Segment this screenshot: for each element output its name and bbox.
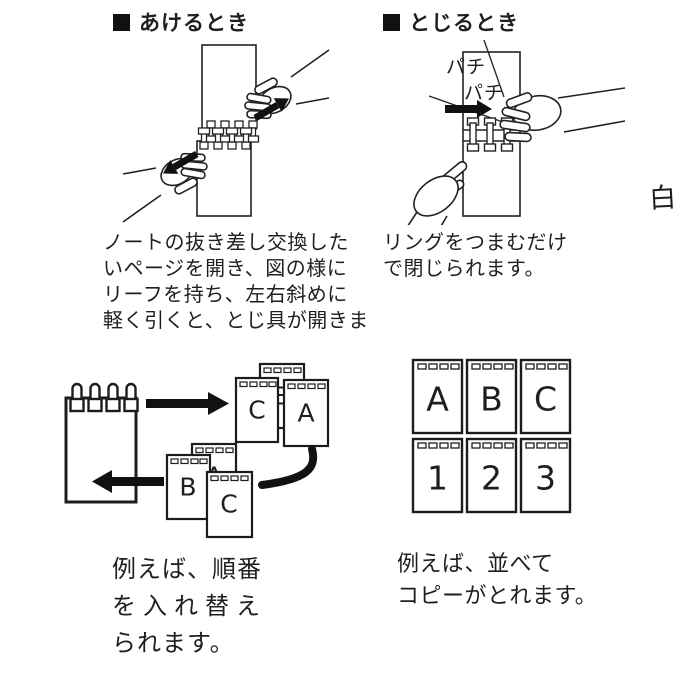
leader-line <box>483 39 505 98</box>
grid-letter: C <box>534 380 557 419</box>
sound-label-1: パチ <box>446 56 487 78</box>
card-letter: B <box>179 473 196 502</box>
cards-in: A B C <box>165 442 254 539</box>
reorder-diagram: B C A A B C <box>64 362 330 539</box>
card-c-in: C <box>205 470 254 539</box>
push-arrow-icon <box>445 100 492 118</box>
section-bullet-icon <box>383 13 400 31</box>
upper-page <box>201 44 257 130</box>
pull-arrow-icon <box>253 98 289 122</box>
caption-line: コピーがとれます。 <box>397 584 598 609</box>
grid-letter: B <box>480 380 503 419</box>
caption-line: 例えば、並べて <box>397 552 554 577</box>
caption-copy: 例えば、並べて コピーがとれます。 <box>397 549 597 613</box>
heading-open-label: あけるとき <box>139 11 249 35</box>
grid-card-b: B <box>465 358 518 435</box>
binding-hooks <box>197 120 260 150</box>
card-letter: A <box>297 399 314 428</box>
curve-arrow-icon <box>258 445 318 489</box>
heading-close-label: とじるとき <box>409 11 519 35</box>
arrow-in-icon <box>92 470 164 493</box>
caption-line: を入れ替え <box>112 592 267 620</box>
hand-upper-right <box>244 49 330 122</box>
hand-holding <box>407 161 468 225</box>
side-color-label: 白 <box>648 182 677 215</box>
cards-out: B C A <box>234 362 330 448</box>
caption-line: 例えば、順番 <box>112 555 262 583</box>
caption-line: リングをつまむだけ <box>383 230 568 254</box>
grid-card-c: C <box>519 358 572 435</box>
card-letter: C <box>248 396 265 425</box>
lower-page <box>196 140 252 217</box>
grid-letter: 1 <box>427 459 448 498</box>
arrow-out-icon <box>146 392 229 415</box>
caption-line: ノートの抜き差し交換した <box>103 230 349 254</box>
grid-letter: 2 <box>481 459 502 498</box>
copy-grid-diagram: A B C 1 2 3 <box>411 358 572 514</box>
grid-letter: 3 <box>535 459 556 498</box>
grid-card-1: 1 <box>411 437 464 514</box>
open-diagram <box>122 44 330 223</box>
close-diagram <box>407 39 626 225</box>
card-b-in: B <box>165 453 212 521</box>
grid-letter: A <box>426 380 449 419</box>
caption-open: ノートの抜き差し交換した いページを開き、図の様に リーフを持ち、左右斜めに 軽… <box>103 229 369 333</box>
hand-lower-left <box>122 146 209 223</box>
caption-line: 軽く引くと、とじ具が開きま <box>103 308 369 332</box>
section-heading-open: あけるとき <box>113 7 249 37</box>
card-c-out: C <box>234 376 280 444</box>
section-bullet-icon <box>113 13 130 31</box>
grid-card-a: A <box>411 358 464 435</box>
grid-card-2: 2 <box>465 437 518 514</box>
caption-line: リーフを持ち、左右斜めに <box>103 282 348 306</box>
caption-close: リングをつまむだけ で閉じられます。 <box>383 229 568 281</box>
section-heading-close: とじるとき <box>383 7 519 37</box>
sound-label-2: パチ <box>464 82 505 104</box>
hand-pinching <box>499 87 626 143</box>
caption-line: で閉じられます。 <box>383 256 545 280</box>
card-a-out: A <box>282 378 330 448</box>
grid-card-3: 3 <box>519 437 572 514</box>
caption-reorder: 例えば、順番 を入れ替え られます。 <box>112 551 267 662</box>
caption-line: られます。 <box>112 629 235 657</box>
caption-line: いページを開き、図の様に <box>103 256 348 280</box>
card-letter: C <box>220 490 237 519</box>
